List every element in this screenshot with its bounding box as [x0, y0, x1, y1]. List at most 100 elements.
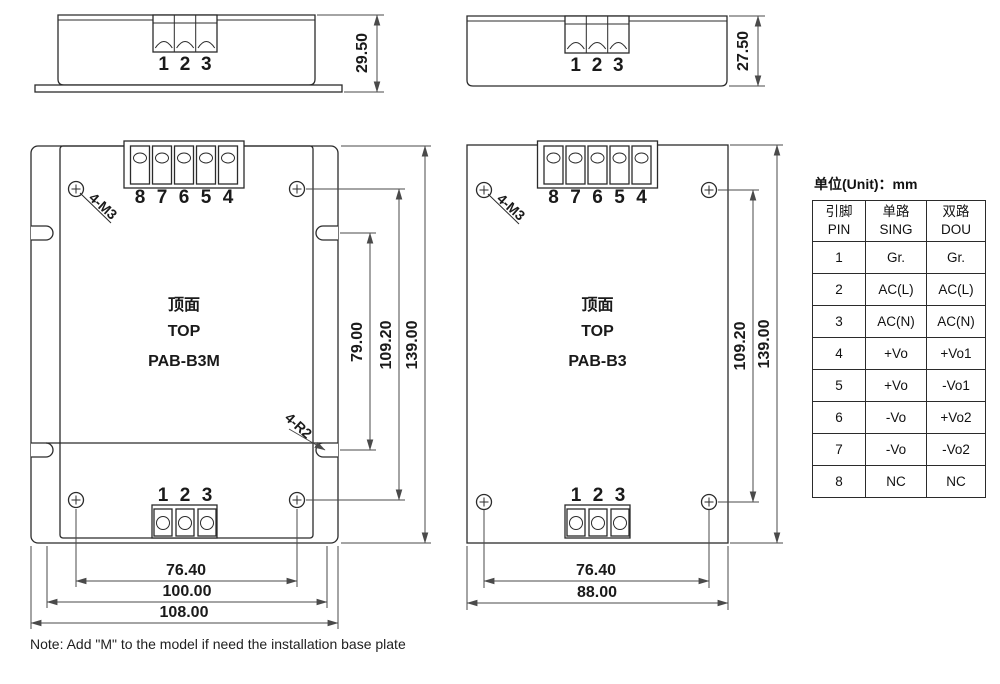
terminal-number: 4: [223, 187, 234, 208]
dim-label: 139.00: [404, 320, 421, 369]
table-row: 4 +Vo +Vo1: [812, 337, 986, 370]
dou-cell: -Vo1: [926, 369, 986, 402]
table-row: 8 NC NC: [812, 465, 986, 498]
terminal-number: 1: [570, 55, 581, 76]
dim-label: 76.40: [166, 562, 206, 579]
dim-label: 139.00: [756, 319, 773, 368]
pin-cell: 5: [812, 369, 866, 402]
table-row: 5 +Vo -Vo1: [812, 369, 986, 402]
mounting-slot: [31, 225, 54, 241]
unit-label: 单位(Unit)：mm: [814, 176, 918, 192]
terminal-number: 3: [201, 54, 212, 75]
dim-overall-width: 88.00: [466, 546, 729, 610]
dim-screw-span-v: 109.20: [306, 188, 405, 501]
dim-overall-height: 139.00: [341, 145, 431, 544]
sing-cell: Gr.: [865, 241, 927, 274]
pin-cell: 7: [812, 433, 866, 466]
dim-slot-span: 79.00: [340, 232, 376, 451]
face-label-cn: 顶面: [168, 296, 200, 314]
dim-label: 109.20: [378, 320, 395, 369]
pin-cell: 1: [812, 241, 866, 274]
top-view-pab-b3: 8 7 6 5 4 1 2 3 顶面 TOP PAB-B3 4-M3 109.2…: [466, 140, 783, 610]
dim-label: 108.00: [160, 604, 209, 621]
terminal-number: 1: [158, 54, 169, 75]
terminal-number: 8: [548, 187, 559, 208]
header-dou: 双路 DOU: [926, 200, 986, 242]
side-body: [466, 15, 728, 87]
header-en: SING: [879, 222, 913, 237]
screw-marker: [288, 491, 306, 509]
top-terminal-block: [123, 140, 245, 189]
terminal-number: 7: [570, 187, 581, 208]
terminal-number: 5: [201, 187, 212, 208]
sing-cell: -Vo: [865, 401, 927, 434]
pin-table-header-row: 引脚 PIN 单路 SING 双路 DOU: [812, 200, 986, 242]
table-row: 6 -Vo +Vo2: [812, 401, 986, 434]
side-view-no-plate: 1 2 3 27.50: [466, 15, 765, 87]
leader-line: [487, 193, 520, 225]
screw-marker: [700, 181, 718, 199]
table-row: 1 Gr. Gr.: [812, 241, 986, 274]
side-terminal-block: [564, 15, 630, 54]
bottom-terminal-block: [151, 504, 218, 539]
dou-cell: NC: [926, 465, 986, 498]
dim-screw-span-h: 76.40: [75, 509, 298, 587]
header-cn: 单路: [882, 204, 910, 220]
dou-cell: -Vo2: [926, 433, 986, 466]
mounting-slot: [315, 225, 338, 241]
dim-overall-height: 139.00: [730, 144, 783, 544]
footer-note: Note: Add "M" to the model if need the i…: [30, 636, 406, 652]
header-cn: 引脚: [825, 204, 853, 220]
dou-cell: +Vo2: [926, 401, 986, 434]
pin-cell: 3: [812, 305, 866, 338]
dim-screw-span-v: 109.20: [718, 189, 759, 503]
top-view-pab-b3m: 8 7 6 5 4 1 2 3 顶面 TOP PAB-B3M 4-M3 4-R2: [30, 140, 431, 629]
screw-marker: [288, 180, 306, 198]
terminal-number: 2: [180, 54, 191, 75]
sing-cell: NC: [865, 465, 927, 498]
dou-cell: +Vo1: [926, 337, 986, 370]
dim-label: 109.20: [732, 321, 749, 370]
pin-cell: 6: [812, 401, 866, 434]
screw-marker: [475, 181, 493, 199]
face-label-cn: 顶面: [581, 296, 613, 314]
terminal-number: 2: [593, 485, 604, 506]
sing-cell: -Vo: [865, 433, 927, 466]
header-pin: 引脚 PIN: [812, 200, 866, 242]
screw-marker: [700, 493, 718, 511]
side-view-with-plate: 1 2 3 29.50: [34, 14, 384, 93]
sing-cell: AC(L): [865, 273, 927, 306]
terminal-number: 8: [135, 187, 146, 208]
screw-marker: [67, 180, 85, 198]
sing-cell: +Vo: [865, 369, 927, 402]
terminal-number: 1: [158, 485, 169, 506]
terminal-number: 3: [615, 485, 626, 506]
pin-cell: 8: [812, 465, 866, 498]
terminal-number: 1: [571, 485, 582, 506]
table-row: 7 -Vo -Vo2: [812, 433, 986, 466]
header-cn: 双路: [942, 204, 970, 220]
terminal-number: 3: [202, 485, 213, 506]
terminal-number: 6: [179, 187, 190, 208]
top-terminal-block: [536, 140, 659, 189]
leader-line: [79, 192, 112, 224]
table-row: 3 AC(N) AC(N): [812, 305, 986, 338]
pin-table: 引脚 PIN 单路 SING 双路 DOU 1 Gr. Gr. 2 AC(L) …: [812, 200, 986, 498]
screw-callout: 4-M3: [494, 190, 529, 223]
mounting-slot: [31, 442, 54, 458]
bottom-terminal-block: [564, 504, 631, 539]
screw-marker: [67, 491, 85, 509]
screw-marker: [475, 493, 493, 511]
sing-cell: +Vo: [865, 337, 927, 370]
face-label-en: TOP: [581, 323, 614, 340]
dim-height-29-50: 29.50: [317, 14, 384, 93]
dim-label: 79.00: [349, 322, 366, 362]
header-en: DOU: [941, 222, 971, 237]
terminal-number: 7: [157, 187, 168, 208]
model-label: PAB-B3: [568, 353, 626, 370]
dou-cell: AC(N): [926, 305, 986, 338]
face-label-en: TOP: [168, 323, 201, 340]
dim-label: 88.00: [577, 584, 617, 601]
